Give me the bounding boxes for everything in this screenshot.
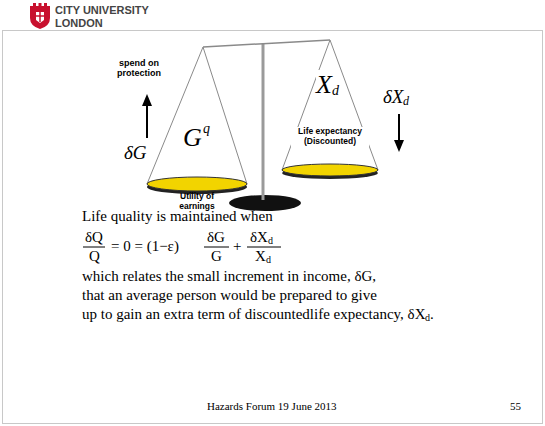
- equation-term: Q: [89, 248, 100, 265]
- left-pan: [147, 177, 247, 191]
- university-name: CITY UNIVERSITY LONDON: [55, 4, 167, 29]
- body-text: Life quality is maintained when: [82, 208, 273, 225]
- equation-term: +: [233, 238, 241, 255]
- arrow-label: spend on protection: [108, 58, 170, 79]
- fraction-bar: [83, 247, 105, 248]
- symbol-label: δG: [124, 142, 147, 164]
- equation-term: G: [211, 248, 222, 265]
- pan-string: [282, 40, 330, 170]
- symbol-label: G: [183, 123, 202, 153]
- equation-term: X: [255, 248, 266, 265]
- superscript: q: [203, 121, 210, 137]
- university-crest: [30, 3, 50, 29]
- scale-pole: [262, 44, 265, 200]
- equation-term: δG: [207, 229, 225, 246]
- subscript: d: [266, 254, 271, 266]
- scale-beam: [203, 40, 330, 47]
- subscript: d: [403, 95, 409, 109]
- body-text: .: [430, 306, 434, 323]
- up-arrow: [146, 104, 148, 138]
- pan-string: [203, 47, 247, 184]
- equation-term: δX: [250, 229, 268, 246]
- subscript: d: [332, 83, 339, 99]
- body-text: which relates the small increment in inc…: [82, 268, 376, 285]
- body-text: that an average person would be prepared…: [82, 287, 377, 304]
- subscript: d: [425, 312, 430, 324]
- arrow-head: [142, 94, 152, 106]
- footer-text: Hazards Forum 19 June 2013: [207, 400, 337, 413]
- equation-term: δQ: [85, 229, 103, 246]
- pan-label: Life expectancy (Discounted): [291, 127, 369, 147]
- slide-border: [3, 31, 543, 424]
- symbol-label: X: [316, 70, 332, 100]
- symbol-label: δX: [383, 86, 403, 108]
- subscript: d: [268, 235, 273, 247]
- pan-string: [330, 40, 378, 170]
- down-arrow: [398, 114, 400, 142]
- fraction-bar: [204, 247, 229, 248]
- fraction-bar: [247, 247, 281, 248]
- body-text: up to gain an extra term of discountedli…: [82, 306, 425, 323]
- page-number: 55: [510, 400, 521, 413]
- right-pan: [282, 164, 378, 176]
- equation-term: = 0 = (1−ε): [111, 238, 179, 255]
- arrow-head: [394, 140, 404, 152]
